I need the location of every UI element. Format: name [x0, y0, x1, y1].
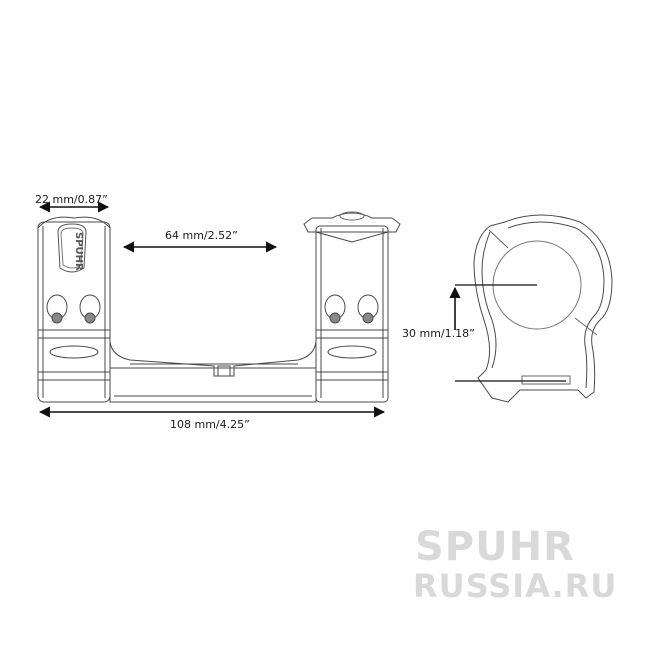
dimension-arrows-front [38, 201, 386, 418]
ring-logo: SPUHR [73, 231, 84, 271]
ring-spacing-label: 64 mm/2.52” [165, 229, 238, 242]
right-ring [303, 211, 401, 403]
total-length-label: 108 mm/4.25” [170, 418, 250, 431]
ring-width-label: 22 mm/0.87” [35, 193, 108, 206]
left-ring [37, 216, 111, 403]
side-view [473, 214, 613, 403]
mount-base [109, 341, 317, 403]
watermark-line2: RUSSIA.RU [413, 567, 618, 605]
ring-height-label: 30 mm/1.18” [402, 327, 475, 340]
front-view [37, 211, 401, 403]
watermark-line1: SPUHR [415, 524, 575, 570]
dimension-arrows-side [449, 284, 566, 382]
